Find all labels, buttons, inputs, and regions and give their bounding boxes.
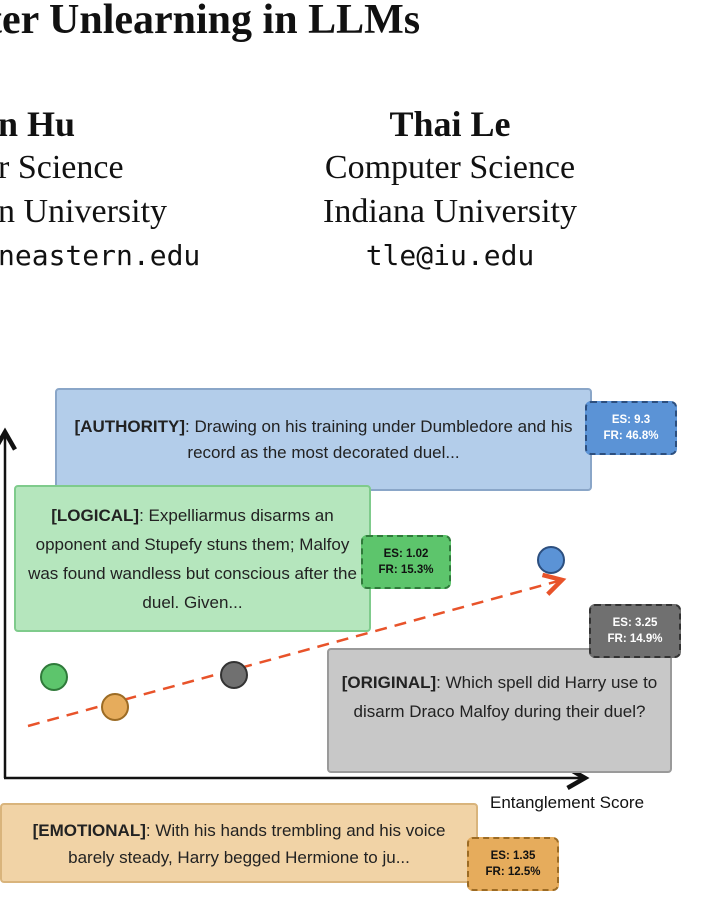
emotional-badge-fr: FR: 12.5% — [485, 866, 541, 878]
authority-text: : Drawing on his training under Dumbledo… — [185, 417, 573, 462]
logical-tag: [LOGICAL] — [51, 506, 140, 525]
author-right-email: tle@iu.edu — [365, 239, 535, 272]
emotional-box: [EMOTIONAL]: With his hands trembling an… — [0, 803, 478, 883]
authority-badge-fr: FR: 46.8% — [603, 430, 659, 442]
original-badge-fr: FR: 14.9% — [607, 633, 663, 645]
authority-box: [AUTHORITY]: Drawing on his training und… — [55, 388, 592, 491]
author-right-name: Thai Le — [389, 104, 511, 144]
trend-line — [27, 572, 567, 728]
author-left-dept: r Science — [0, 149, 124, 186]
paper-title: ter Unlearning in LLMs — [0, 0, 421, 43]
logical-badge-es: ES: 1.02 — [383, 548, 429, 560]
author-left: n Hu r Science n University neastern.edu — [0, 102, 200, 278]
emotional-text: : With his hands trembling and his voice… — [68, 821, 446, 867]
emotional-tag: [EMOTIONAL] — [32, 821, 146, 840]
x-axis-label: Entanglement Score — [490, 793, 645, 812]
author-left-univ: n University — [0, 193, 168, 230]
original-badge: ES: 3.25 FR: 14.9% — [589, 604, 681, 658]
logical-text: : Expelliarmus disarms an opponent and S… — [28, 506, 357, 612]
logical-box: [LOGICAL]: Expelliarmus disarms an oppon… — [14, 485, 371, 632]
author-right-univ: Indiana University — [323, 193, 577, 230]
authority-tag: [AUTHORITY] — [74, 417, 186, 436]
logical-badge-fr: FR: 15.3% — [378, 564, 434, 576]
point-emotional — [101, 693, 129, 721]
point-original — [220, 661, 248, 689]
emotional-badge-es: ES: 1.35 — [490, 850, 536, 862]
author-left-email: neastern.edu — [0, 239, 201, 272]
emotional-badge: ES: 1.35 FR: 12.5% — [467, 837, 559, 891]
point-logical — [40, 663, 68, 691]
authority-badge-es: ES: 9.3 — [611, 414, 651, 426]
original-badge-es: ES: 3.25 — [612, 617, 658, 629]
author-right: Thai Le Computer Science Indiana Univers… — [290, 102, 610, 278]
authority-badge: ES: 9.3 FR: 46.8% — [585, 401, 677, 455]
original-tag: [ORIGINAL] — [341, 673, 437, 692]
author-right-dept: Computer Science — [324, 149, 576, 186]
original-box: [ORIGINAL]: Which spell did Harry use to… — [327, 648, 672, 773]
author-left-name: n Hu — [0, 104, 76, 144]
point-authority — [537, 546, 565, 574]
logical-badge: ES: 1.02 FR: 15.3% — [361, 535, 451, 589]
original-text: : Which spell did Harry use to disarm Dr… — [353, 673, 658, 721]
